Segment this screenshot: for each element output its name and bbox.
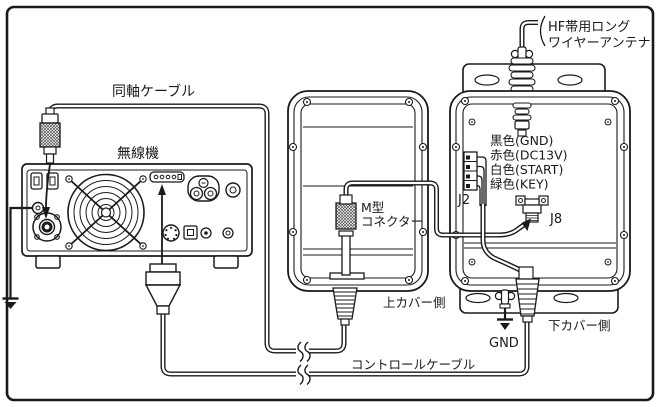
j2-wire-black bbox=[477, 156, 487, 206]
antenna-wing-nut bbox=[517, 46, 527, 60]
tuner-top-cover bbox=[287, 90, 429, 292]
label-wire-black: 黒色(GND) bbox=[490, 133, 553, 148]
top-cover-screws bbox=[288, 97, 428, 285]
coax-plug bbox=[39, 107, 61, 164]
antenna-wire bbox=[519, 15, 546, 50]
arrow-to-j8 bbox=[521, 218, 531, 231]
arrow-plug-to-acc bbox=[158, 184, 166, 264]
j8-connector bbox=[515, 195, 549, 223]
cable-break-coax bbox=[296, 341, 311, 363]
bottom-cover-screws bbox=[451, 96, 629, 286]
cooling-fan-icon bbox=[65, 173, 147, 252]
antenna-feedthrough bbox=[512, 102, 532, 137]
label-m-connector-line1: M型 bbox=[361, 200, 384, 215]
radio-ground-wire bbox=[9, 206, 33, 298]
label-j8: J8 bbox=[549, 212, 562, 227]
radio-ground-terminal bbox=[2, 201, 45, 309]
rear-jack-row bbox=[162, 224, 234, 242]
acc-socket bbox=[149, 171, 185, 183]
antenna-insulator bbox=[508, 46, 536, 98]
label-radio: 無線機 bbox=[117, 146, 159, 162]
control-cable-line bbox=[160, 313, 530, 377]
m-type-connector bbox=[335, 194, 357, 230]
label-wire-red: 赤色(DC13V) bbox=[490, 148, 568, 163]
label-bottom-cover-side: 下カバー側 bbox=[548, 318, 611, 333]
phone-jack-2 bbox=[222, 227, 234, 239]
control-cable-plug bbox=[144, 263, 182, 315]
antenna-label-brace bbox=[539, 15, 546, 47]
cable-inner-connector bbox=[518, 266, 534, 280]
j2-wire-white bbox=[477, 175, 483, 206]
tuner-ground-lug bbox=[494, 289, 516, 330]
label-coax-cable: 同軸ケーブル bbox=[112, 83, 195, 100]
optical-port bbox=[183, 225, 198, 240]
coax-jumper-to-j8 bbox=[343, 180, 531, 238]
antenna-jack-so239 bbox=[32, 212, 62, 242]
radio-foot-left bbox=[35, 255, 61, 269]
tuner-bottom-cover bbox=[449, 90, 631, 330]
radio-rear-panel bbox=[2, 163, 253, 309]
ground-symbol-radio bbox=[2, 297, 19, 309]
bottom-cover-grommet bbox=[515, 278, 540, 323]
label-wire-white: 白色(START) bbox=[490, 162, 563, 177]
ground-symbol-tuner bbox=[497, 318, 513, 330]
top-cover-grommet bbox=[332, 287, 358, 326]
radio-foot-right bbox=[213, 255, 239, 269]
arrow-coax-to-jack bbox=[42, 163, 51, 219]
cable-break-control bbox=[296, 364, 311, 386]
round-jack-large bbox=[225, 182, 241, 198]
j2-terminal-block bbox=[463, 151, 487, 206]
label-m-connector-line2: コネクター bbox=[361, 214, 423, 229]
label-antenna-line2: ワイヤーアンテナ bbox=[548, 36, 651, 51]
connector-cluster bbox=[187, 175, 241, 202]
coax-jack-mount bbox=[329, 230, 365, 280]
din-connector bbox=[162, 224, 180, 242]
label-j2: J2 bbox=[457, 193, 470, 208]
dc-power-connector bbox=[30, 172, 59, 190]
label-gnd: GND bbox=[489, 336, 519, 351]
j2-wire-green bbox=[476, 184, 481, 206]
label-top-cover-side: 上カバー側 bbox=[383, 295, 446, 310]
label-antenna-line1: HF帯用ロング bbox=[548, 20, 630, 35]
label-control-cable: コントロールケーブル bbox=[351, 357, 475, 372]
coax-cable bbox=[47, 103, 347, 354]
label-wire-green: 緑色(KEY) bbox=[490, 177, 548, 192]
j2-wire-red bbox=[477, 165, 485, 206]
control-wire-bundle bbox=[480, 204, 534, 280]
